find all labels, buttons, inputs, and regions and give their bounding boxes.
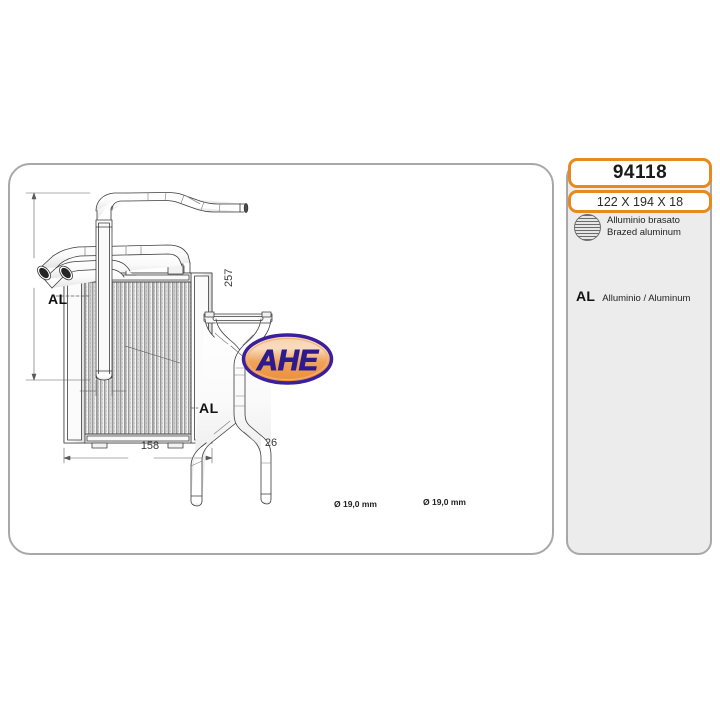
dimensions-value: 122 X 194 X 18	[596, 194, 684, 209]
top-view-pipe	[127, 192, 249, 213]
depth-dimension-label: 26	[264, 437, 278, 449]
alloy-code: AL	[576, 288, 596, 304]
height-dimension-label: 257	[223, 268, 235, 287]
outlet-diameter-label: Ø 19,0 mm	[423, 497, 466, 507]
part-number-value: 94118	[612, 162, 668, 183]
material-spec-row: Alluminio brasato Brazed aluminum	[574, 214, 710, 241]
depth-dimension-26	[79, 379, 127, 397]
dimensions-box: 122 X 194 X 18	[568, 190, 712, 213]
alloy-label: Alluminio / Aluminum	[602, 293, 691, 304]
core-al-label-top: AL	[48, 291, 68, 307]
material-spec-text: Alluminio brasato Brazed aluminum	[607, 214, 681, 238]
material-label-en: Brazed aluminum	[607, 226, 681, 238]
inlet-diameter-label: Ø 19,0 mm	[334, 499, 377, 509]
core-front-view	[63, 263, 213, 449]
height-dimension-257	[25, 192, 91, 381]
material-label-it: Alluminio brasato	[607, 215, 680, 226]
ahe-brand-logo: AHE	[241, 332, 334, 386]
core-inlet-pipes	[37, 244, 191, 289]
ahe-logo-text: AHE	[256, 345, 320, 377]
part-number-box: 94118	[568, 158, 712, 188]
technical-drawing	[8, 163, 554, 555]
core-al-label-bottom: AL	[199, 400, 219, 416]
alloy-spec-row: AL Alluminio / Aluminum	[576, 288, 712, 304]
y-pipe-assembly	[190, 311, 273, 507]
width-dimension-label: 158	[140, 440, 160, 452]
brazed-aluminum-swatch-icon	[574, 214, 601, 241]
side-view-pipe	[95, 192, 129, 381]
